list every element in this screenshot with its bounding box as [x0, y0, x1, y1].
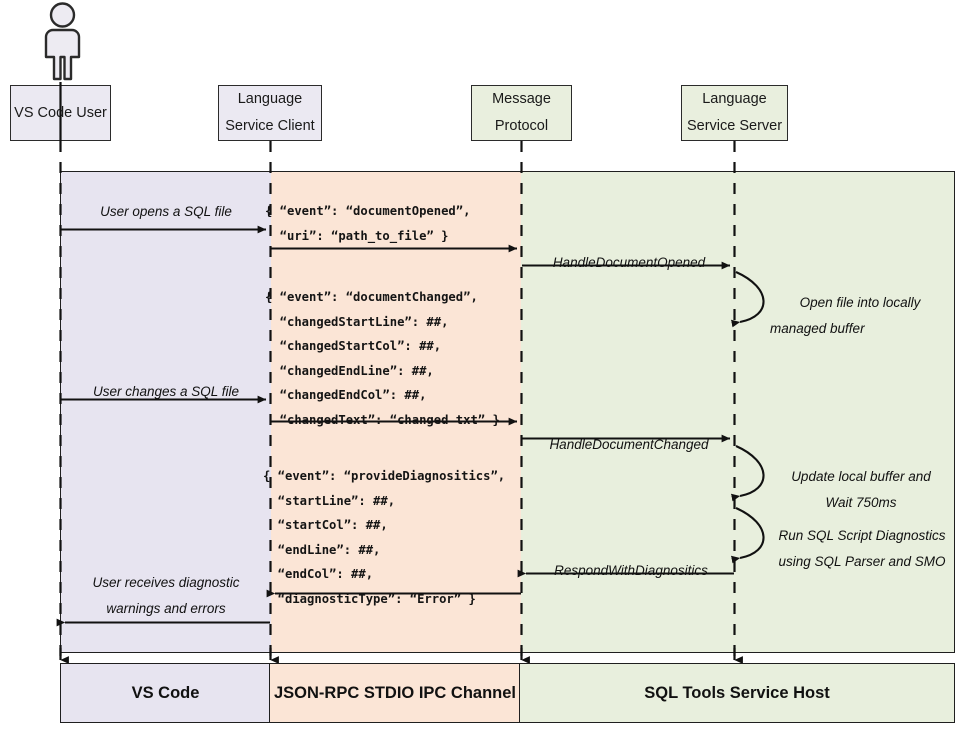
lifeline-label-user-line1: VS Code User: [14, 104, 107, 121]
band-ipc: [271, 171, 521, 653]
label-handle-document-opened: HandleDocumentOpened: [552, 255, 706, 270]
label-user-opens: User opens a SQL file: [100, 204, 232, 219]
lifeline-head-client: Language Service Client: [218, 85, 322, 141]
label-user-receives-line1: User receives diagnostic: [92, 575, 240, 590]
lifeline-label-server-line1: Language: [702, 91, 767, 108]
label-respond-with-diagnositics: RespondWithDiagnositics: [554, 563, 708, 578]
footer-vscode: VS Code: [60, 663, 271, 723]
payload-provide-diagnositics: { “event”: “provideDiagnositics”, “start…: [263, 469, 506, 606]
payload-document-opened: { “event”: “documentOpened”, “uri”: “pat…: [265, 204, 471, 243]
lifeline-label-client-line2: Service Client: [225, 118, 315, 134]
lifeline-label-protocol-line1: Message: [492, 91, 551, 108]
footer-ipc: JSON-RPC STDIO IPC Channel: [269, 663, 521, 723]
person-icon: [44, 2, 81, 81]
note-run-diagnostics-line2: using SQL Parser and SMO: [778, 554, 946, 570]
lifeline-label-server-line2: Service Server: [686, 118, 783, 134]
lifeline-head-user: VS Code User: [10, 85, 111, 141]
note-open-file: Open file into locally managed buffer: [770, 290, 950, 343]
note-open-file-line2: managed buffer: [770, 321, 865, 337]
note-run-diagnostics: Run SQL Script Diagnostics using SQL Par…: [764, 523, 960, 576]
payload-document-changed: { “event”: “documentChanged”, “changedSt…: [265, 290, 500, 427]
note-update-buffer: Update local buffer and Wait 750ms: [768, 464, 954, 517]
band-vscode: [60, 171, 271, 653]
label-user-receives-line2: warnings and errors: [106, 601, 226, 617]
lifeline-label-protocol-line2: Protocol: [494, 118, 549, 134]
lifeline-label-client-line1: Language: [237, 91, 303, 108]
note-open-file-line1: Open file into locally: [799, 295, 921, 310]
label-user-changes: User changes a SQL file: [92, 384, 240, 399]
lifeline-head-server: Language Service Server: [681, 85, 788, 141]
lifeline-head-protocol: Message Protocol: [471, 85, 572, 141]
label-handle-document-changed: HandleDocumentChanged: [549, 437, 709, 452]
note-run-diagnostics-line1: Run SQL Script Diagnostics: [778, 528, 946, 543]
note-update-buffer-line1: Update local buffer and: [791, 469, 931, 484]
label-user-receives: User receives diagnostic warnings and er…: [64, 570, 268, 623]
note-update-buffer-line2: Wait 750ms: [825, 495, 897, 511]
footer-service-host: SQL Tools Service Host: [519, 663, 955, 723]
